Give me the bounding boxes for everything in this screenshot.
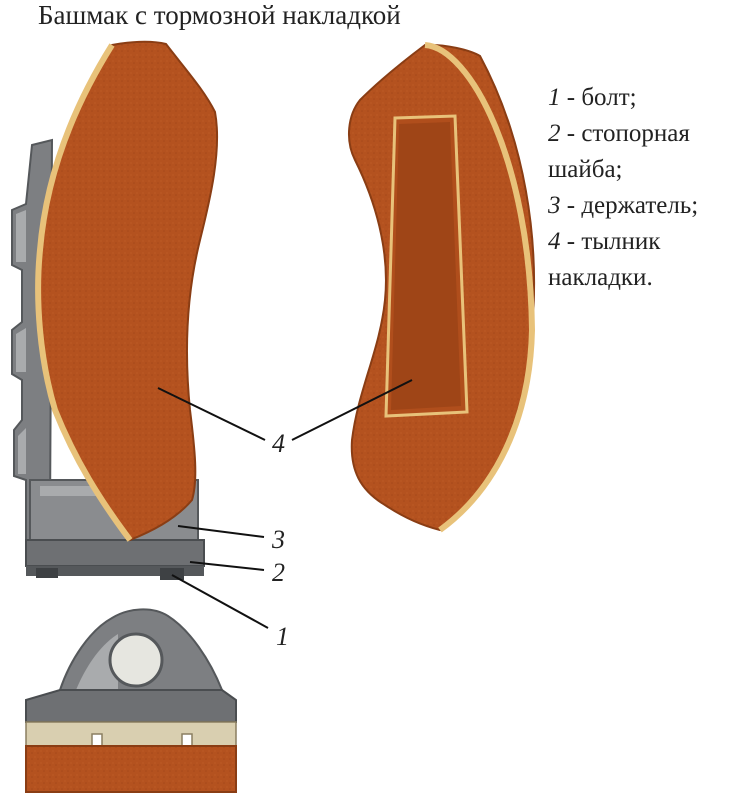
legend-text: - тылник xyxy=(566,228,661,255)
legend-text: - стопорная xyxy=(566,120,690,147)
leader-line-4-left xyxy=(157,387,266,441)
leader-lines xyxy=(157,379,413,629)
leader-line-2 xyxy=(189,561,265,571)
leader-line-4-right xyxy=(291,379,413,441)
legend: 1 - болт; 2 - стопорная шайба; 3 - держа… xyxy=(548,80,698,296)
callout-4: 4 xyxy=(272,429,285,458)
legend-number: 4 xyxy=(548,228,561,255)
legend-number: 1 xyxy=(548,84,561,111)
leader-line-1 xyxy=(171,574,269,629)
legend-item-4-cont: накладки. xyxy=(548,260,698,296)
callout-1: 1 xyxy=(276,622,289,651)
brake-pad-right xyxy=(348,42,536,533)
legend-text: шайба; xyxy=(548,156,623,183)
legend-text: - держатель; xyxy=(566,192,699,219)
legend-text: - болт; xyxy=(566,84,637,111)
legend-item-1: 1 - болт; xyxy=(548,80,698,116)
legend-number: 2 xyxy=(548,120,561,147)
callout-2: 2 xyxy=(272,558,285,587)
callout-3: 3 xyxy=(271,525,285,554)
shoe-cross-section xyxy=(25,608,237,793)
legend-item-2: 2 - стопорная xyxy=(548,116,698,152)
brake-pad-left xyxy=(35,40,219,542)
figure-title: Башмак с тормозной накладкой xyxy=(38,0,401,30)
legend-item-2-cont: шайба; xyxy=(548,152,698,188)
legend-text: накладки. xyxy=(548,264,653,291)
legend-number: 3 xyxy=(548,192,561,219)
legend-item-4: 4 - тылник xyxy=(548,224,698,260)
legend-item-3: 3 - держатель; xyxy=(548,188,698,224)
leader-line-3 xyxy=(177,525,265,538)
